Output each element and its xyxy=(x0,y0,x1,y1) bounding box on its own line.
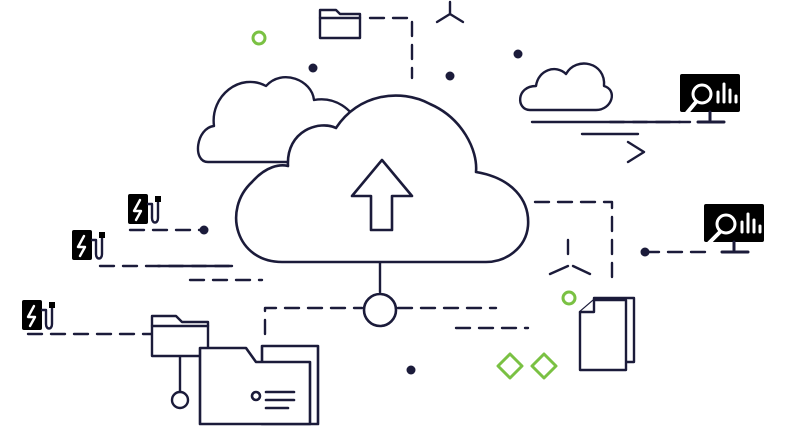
documents-stack-icon xyxy=(578,296,636,372)
main-cloud xyxy=(234,94,530,264)
arrow-up-icon xyxy=(350,158,414,232)
folder-icon-top xyxy=(318,8,362,40)
ev-charger-icon-3 xyxy=(22,300,55,330)
network-hub-node-icon xyxy=(362,292,398,328)
decorative-dots xyxy=(199,49,650,375)
accent-ring-right xyxy=(561,290,577,306)
monitor-search-chart-icon-right xyxy=(704,204,764,254)
ev-charger-icon-2 xyxy=(72,230,105,260)
diamond-icon-right xyxy=(530,352,558,380)
accent-ring-top xyxy=(251,30,267,46)
cloud-icon-right xyxy=(519,62,614,112)
folder-open-icon xyxy=(198,344,320,426)
diamond-icon-left xyxy=(496,352,524,380)
connector-lines xyxy=(26,16,708,394)
split-connectors xyxy=(435,0,592,276)
accent-shapes xyxy=(251,30,577,380)
folder-stem-node xyxy=(170,390,190,410)
monitor-search-chart-icon-top xyxy=(680,74,740,124)
ev-charger-icon-1 xyxy=(128,194,161,224)
